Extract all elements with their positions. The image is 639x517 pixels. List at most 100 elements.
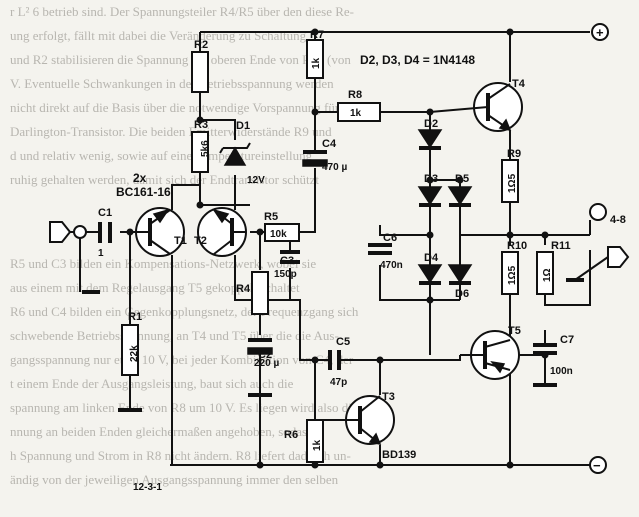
resistor-r9: R9 1Ω5 [501,148,521,203]
bleed-text-line: V. Eventuelle Schwankungen in der Betrie… [10,76,334,91]
r9-label: R9 [507,148,521,160]
bleed-text-line: gangsspannung nur etwa 10 V, bei jeder K… [10,352,354,367]
capacitor-c7: C7 100n [533,334,574,385]
bleed-text-line: R6 und C4 bilden ein Gegenkopplungsnetz,… [10,304,359,319]
minus-sign: − [593,458,601,473]
bleed-text-line: h Spannung und Strom in R8 nicht ändern.… [10,448,351,463]
r4-label: R4 [236,283,251,295]
t2-label: T2 [194,235,207,247]
r11-value: 1Ω [542,268,553,282]
t3-type: BD139 [382,449,416,461]
r1-label: R1 [128,311,142,323]
r3-value: 5k6 [200,140,211,157]
resistor-r3: R3 5k6 [191,119,211,173]
r3-label: R3 [194,119,208,131]
bleed-text-line: d und relativ wenig, sowie auf eine Temp… [10,148,313,163]
diode-d3: D3 [417,173,443,207]
c3-label: C3 [280,255,294,267]
input-terminal [49,221,100,294]
reference-code: 12-3-1 [133,482,162,493]
c1-value: 1 [98,248,104,259]
resistor-r7: R7 1k [306,29,324,79]
positive-terminal: + [591,23,609,41]
pair-count: 2x [133,171,147,185]
c5-value: 47p [330,377,347,388]
c4-label: C4 [322,138,337,150]
d6-label: D6 [455,288,469,300]
resistor-r1: R1 22k [121,311,142,376]
r7-label: R7 [310,29,324,41]
r8-label: R8 [348,89,362,101]
bleed-text-line: Darlington-Transistor. Die beiden Emitte… [10,124,332,139]
c6-label: C6 [383,232,397,244]
diode-d2: D2 [417,118,443,150]
r11-label: R11 [551,240,571,252]
bleed-text-line: und R2 stabilisieren die Spannung am obe… [10,52,351,67]
output-terminal: 4-8 [566,203,630,282]
resistor-r11: R11 1Ω [536,240,571,295]
resistor-r8: R8 1k [337,89,381,122]
d1-label: D1 [236,120,250,132]
pair-type: BC161-16 [116,185,171,199]
r6-value: 1k [312,439,323,451]
r9-value: 1Ω5 [507,173,518,193]
negative-terminal: − [589,456,607,474]
transistor-t1: T1 [135,207,187,257]
capacitor-c5: C5 47p [328,336,350,388]
bleed-text-line: R5 und C3 bilden ein Kompensations-Netzw… [10,256,316,271]
transistor-t4: T4 [429,78,526,132]
r8-value: 1k [350,108,362,119]
capacitor-c6: C6 470n [368,232,403,271]
d4-label: D4 [424,252,439,264]
transistor-t3: T3 BD139 [345,391,416,461]
r5-label: R5 [264,211,278,223]
d2-label: D2 [424,118,438,130]
diode-d6: D6 [447,264,473,300]
transistor-t2: T2 [194,207,247,257]
r1-value: 22k [129,345,140,362]
bleed-text-line: ändig von der jeweiligen Ausgangsspannun… [10,472,339,487]
plus-sign: + [596,25,604,40]
t4-label: T4 [512,78,526,90]
c7-value: 100n [550,366,573,377]
c4-value: 470 µ [322,162,347,173]
capacitor-c1: C1 1 [98,207,112,259]
resistor-r10: R10 1Ω5 [501,240,527,295]
bleed-text-line: ung erfolgt, fällt mit dabei die Verände… [10,28,307,43]
bleed-text-line: spannung am linken Ende von R8 um 10 V. … [10,400,358,415]
diode-d5: D5 [447,173,473,207]
t5-label: T5 [508,325,521,337]
r10-label: R10 [507,240,527,252]
bleed-through-text: r L² 6 betrieb sind. Der Spannungsteiler… [10,4,359,487]
r2-label: R2 [194,39,208,51]
r6-label: R6 [284,429,298,441]
output-label: 4-8 [610,214,626,226]
resistor-r5: R5 10k [264,211,300,242]
bleed-text-line: nnung an beiden Enden gleichermaßen ange… [10,424,312,439]
diode-note: D2, D3, D4 = 1N4148 [360,53,475,67]
c3-value: 150p [274,269,297,280]
zener-diode-d1: D1 12V [219,120,265,186]
d1-value: 12V [247,175,265,186]
resistor-r6: R6 1k [284,419,324,463]
c5-label: C5 [336,336,350,348]
transistor-t5: T5 [470,325,521,380]
c1-label: C1 [98,207,112,219]
capacitor-c4: C4 470 µ [302,138,347,173]
bleed-text-line: ruhig gehalten werden, damit sich der En… [10,172,319,187]
t3-label: T3 [382,391,395,403]
r5-value: 10k [270,229,287,240]
d5-label: D5 [455,173,469,185]
diode-d4: D4 [417,252,443,285]
c2-value: 220 µ [254,358,279,369]
d3-label: D3 [424,173,438,185]
t1-label: T1 [174,235,187,247]
r7-value: 1k [311,57,322,69]
c2-label: C2 [258,349,272,361]
c7-label: C7 [560,334,574,346]
capacitor-c3: C3 150p [274,250,300,280]
resistor-r4: R4 [236,271,269,315]
capacitor-c2: C2 220 µ [247,338,279,395]
bleed-text-line: nicht direkt auf die Basis über die notw… [10,100,340,115]
bleed-text-line: schwebende Betriebsspannung, an T4 und T… [10,328,339,343]
